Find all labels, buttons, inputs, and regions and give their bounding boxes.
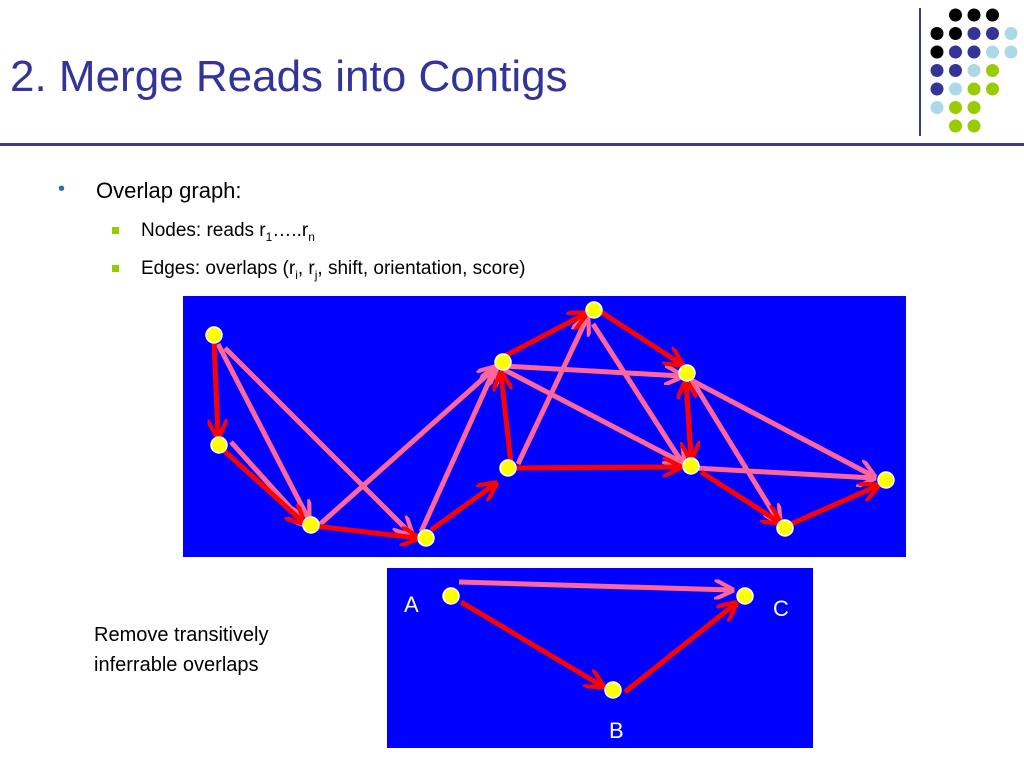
sub-bullet-text: Edges: overlaps (ri, rj, shift, orientat… <box>141 258 526 282</box>
decorative-dot <box>949 82 962 96</box>
bullet-text: Overlap graph: <box>96 178 242 203</box>
decorative-dot <box>930 101 944 114</box>
transitive-reduction-note: Remove transitively inferrable overlaps <box>94 620 269 680</box>
decorative-dot <box>949 27 962 40</box>
transitive-reduction-figure: A C B <box>387 568 813 748</box>
label-b: B <box>609 718 624 743</box>
label-c: C <box>773 596 789 621</box>
title-vertical-rule <box>919 8 921 136</box>
decorative-dot <box>986 45 999 59</box>
decorative-dot <box>949 45 962 59</box>
overlap-edges <box>214 307 877 538</box>
decorative-dot <box>986 27 999 40</box>
title-horizontal-rule <box>0 143 1024 146</box>
decorative-dot <box>967 8 981 22</box>
decorative-dot <box>930 64 944 77</box>
decorative-dot <box>949 101 962 114</box>
note-line: inferrable overlaps <box>94 654 259 676</box>
node-c <box>736 587 754 605</box>
edge-b-c <box>623 604 735 694</box>
node-a <box>442 587 460 605</box>
label-a: A <box>404 592 419 617</box>
decorative-dot <box>967 64 981 77</box>
decorative-dot <box>930 27 944 40</box>
transitive-edge-a-c <box>458 579 731 590</box>
decorative-dot <box>967 45 981 59</box>
decorative-dot <box>930 45 944 59</box>
transitive-edges <box>215 318 873 534</box>
edge-a-b <box>459 599 602 686</box>
decorative-dot <box>949 64 962 77</box>
decorative-dot <box>986 82 999 96</box>
decorative-dot <box>986 64 999 77</box>
note-line: Remove transitively <box>94 624 269 646</box>
decorative-dot <box>949 8 962 22</box>
bullet-marker: • <box>58 178 66 200</box>
sub-bullet-text: Nodes: reads r1…..rn <box>141 220 315 244</box>
decorative-dot <box>949 119 962 133</box>
decorative-dot <box>1004 27 1018 40</box>
decorative-dot <box>967 27 981 40</box>
overlap-graph-figure <box>183 296 906 557</box>
square-bullet-icon <box>112 227 119 234</box>
decorative-dot <box>967 119 981 133</box>
decorative-dot <box>1004 45 1018 59</box>
decorative-dot <box>986 8 999 22</box>
decorative-dot <box>967 101 981 114</box>
decorative-dot <box>967 82 981 96</box>
read-nodes <box>205 301 895 547</box>
node-b <box>604 681 622 699</box>
slide-title: 2. Merge Reads into Contigs <box>10 52 568 101</box>
square-bullet-icon <box>112 265 119 272</box>
decorative-dot <box>930 82 944 96</box>
